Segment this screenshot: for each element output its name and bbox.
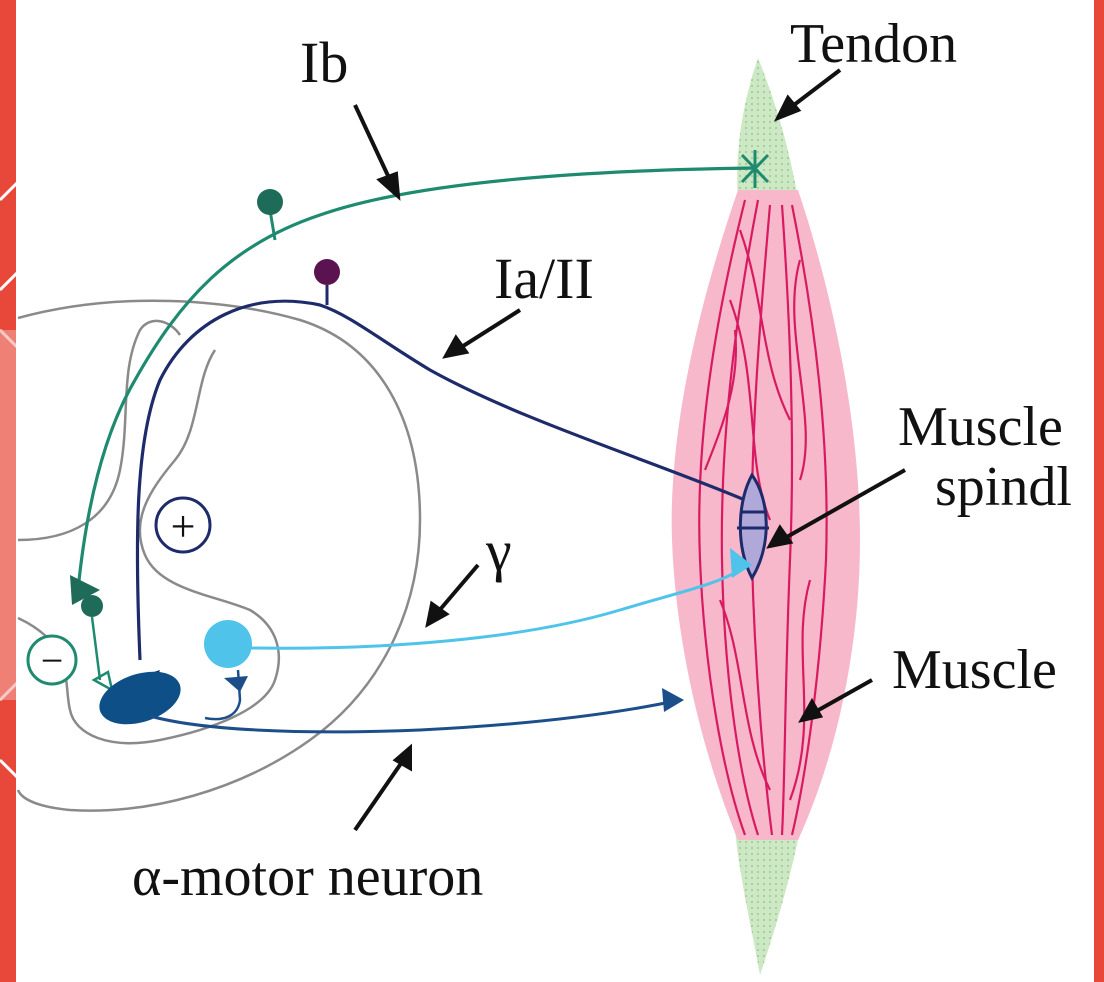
ib-afferent [70, 150, 770, 693]
alpha-motor-neuron-label: α-motor neuron [132, 846, 483, 908]
labels: Tendon Ib Ia/II Muscle spindl γ Muscle α… [132, 13, 1072, 908]
gamma-label: γ [485, 518, 512, 583]
gamma-soma [204, 620, 252, 668]
arrow-icon [353, 743, 412, 832]
ia-ii-label: Ia/II [494, 246, 594, 311]
plus-circle-icon: + [154, 496, 212, 554]
muscle-spindle-label-line1: Muscle [898, 396, 1063, 458]
diagram-panel [16, 0, 1094, 982]
ia-soma [314, 259, 340, 285]
arrow-icon [798, 678, 873, 723]
plus-sign-label: + [171, 502, 196, 551]
muscle-fibers [698, 199, 828, 836]
minus-sign-label: − [41, 638, 64, 683]
muscle-label: Muscle [892, 639, 1057, 701]
ib-label: Ib [300, 30, 348, 95]
arrow-icon [442, 308, 522, 359]
gamma-motor-neuron [204, 548, 752, 721]
alpha-soma [99, 671, 181, 725]
golgi-tendon-organ [740, 150, 770, 188]
tendon-label: Tendon [790, 13, 957, 75]
muscle-spindle-label-line2: spindl [935, 456, 1072, 518]
ib-soma [257, 189, 283, 215]
alpha-motor-neuron [99, 671, 684, 734]
arrow-icon [425, 563, 480, 628]
arrow-icon [773, 68, 842, 122]
interneuron [81, 595, 103, 617]
arrow-icon [766, 468, 906, 549]
arrow-icon [353, 104, 401, 201]
label-arrows [353, 68, 906, 832]
minus-circle-icon: − [26, 634, 78, 686]
muscle-spindle [737, 472, 769, 582]
tendon-bottom [735, 830, 800, 975]
